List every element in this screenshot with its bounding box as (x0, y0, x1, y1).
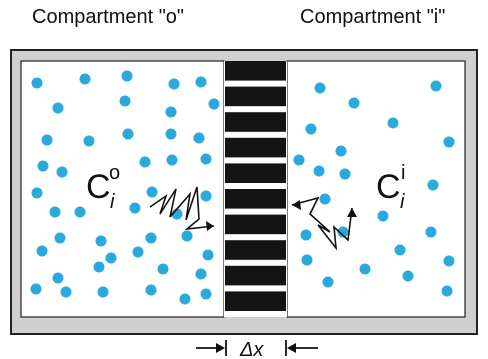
particle (319, 193, 331, 205)
particle (195, 268, 207, 280)
particle (165, 128, 177, 140)
compartment-o-title: Compartment "o" (32, 6, 185, 28)
particle (305, 123, 317, 135)
particle (193, 132, 205, 144)
concentration-i-label: C (376, 168, 401, 206)
particle (181, 230, 193, 242)
thickness-indicator (196, 340, 318, 356)
particle (200, 153, 212, 165)
particle (208, 98, 220, 110)
particle (314, 82, 326, 94)
particle (200, 288, 212, 300)
particle (79, 73, 91, 85)
particle (52, 102, 64, 114)
concentration-o-label: C (86, 168, 111, 206)
particle (56, 166, 68, 178)
particle (335, 145, 347, 157)
concentration-i-base: C (376, 168, 401, 206)
particle (30, 283, 42, 295)
arrowhead-up (347, 208, 357, 217)
concentration-o-subscript: i (110, 191, 115, 213)
membrane-bar (225, 189, 286, 209)
particle (179, 293, 191, 305)
membrane-bar (225, 291, 286, 311)
membrane-bar (225, 214, 286, 235)
membrane-bar (225, 265, 286, 286)
particle (402, 270, 414, 282)
particle (166, 154, 178, 166)
concentration-i-superscript: i (401, 162, 405, 184)
particle (93, 261, 105, 273)
particle (49, 206, 61, 218)
particle (394, 244, 406, 256)
particle (97, 286, 109, 298)
particle (31, 77, 43, 89)
particle (139, 156, 151, 168)
particle (443, 255, 455, 267)
particle (145, 284, 157, 296)
particle (359, 263, 371, 275)
particle (322, 276, 334, 288)
membrane-bar (225, 163, 286, 183)
particle (31, 187, 43, 199)
particle (105, 252, 117, 264)
particle (348, 97, 360, 109)
particle (121, 70, 133, 82)
particle (60, 286, 72, 298)
compartment-i-title: Compartment "i" (300, 6, 446, 28)
particle (202, 249, 214, 261)
membrane-bar (225, 61, 286, 81)
random-walk-path-o (149, 186, 215, 231)
particle (41, 134, 53, 146)
particle (165, 106, 177, 118)
arrowhead-left (292, 200, 301, 210)
particle (441, 285, 453, 297)
arrow-left-head (216, 343, 225, 353)
membrane (224, 61, 287, 317)
particle (425, 226, 437, 238)
particle (83, 135, 95, 147)
concentration-o-superscript: o (109, 162, 120, 184)
particles-compartment-i (293, 80, 455, 297)
particle (377, 210, 389, 222)
membrane-bar (225, 86, 286, 107)
particle (122, 128, 134, 140)
particle (301, 254, 313, 266)
membrane-bar (225, 112, 286, 132)
particle (430, 80, 442, 92)
particle (129, 202, 141, 214)
particles-compartment-o (30, 70, 220, 305)
particle (427, 179, 439, 191)
particle (337, 226, 349, 238)
particle (146, 186, 158, 198)
particle (52, 272, 64, 284)
particle (313, 165, 325, 177)
particle (119, 95, 131, 107)
particle (300, 229, 312, 241)
membrane-bar (225, 240, 286, 260)
thickness-label: Δx (239, 339, 264, 359)
particle (74, 206, 86, 218)
arrowhead-right (206, 221, 214, 231)
particle (387, 117, 399, 129)
particle (195, 76, 207, 88)
particle (145, 232, 157, 244)
concentration-o-base: C (86, 168, 111, 206)
particle (443, 136, 455, 148)
particle (54, 232, 66, 244)
arrow-right-head (287, 343, 296, 353)
particle (132, 246, 144, 258)
particle (95, 235, 107, 247)
particle (293, 154, 305, 166)
random-walk-path-i (291, 196, 357, 251)
particle (37, 160, 49, 172)
concentration-i-subscript: i (400, 191, 405, 213)
particle (157, 263, 169, 275)
membrane-bar (225, 137, 286, 158)
particle (168, 78, 180, 90)
particle (339, 168, 351, 180)
particle (36, 245, 48, 257)
particle (200, 190, 212, 202)
